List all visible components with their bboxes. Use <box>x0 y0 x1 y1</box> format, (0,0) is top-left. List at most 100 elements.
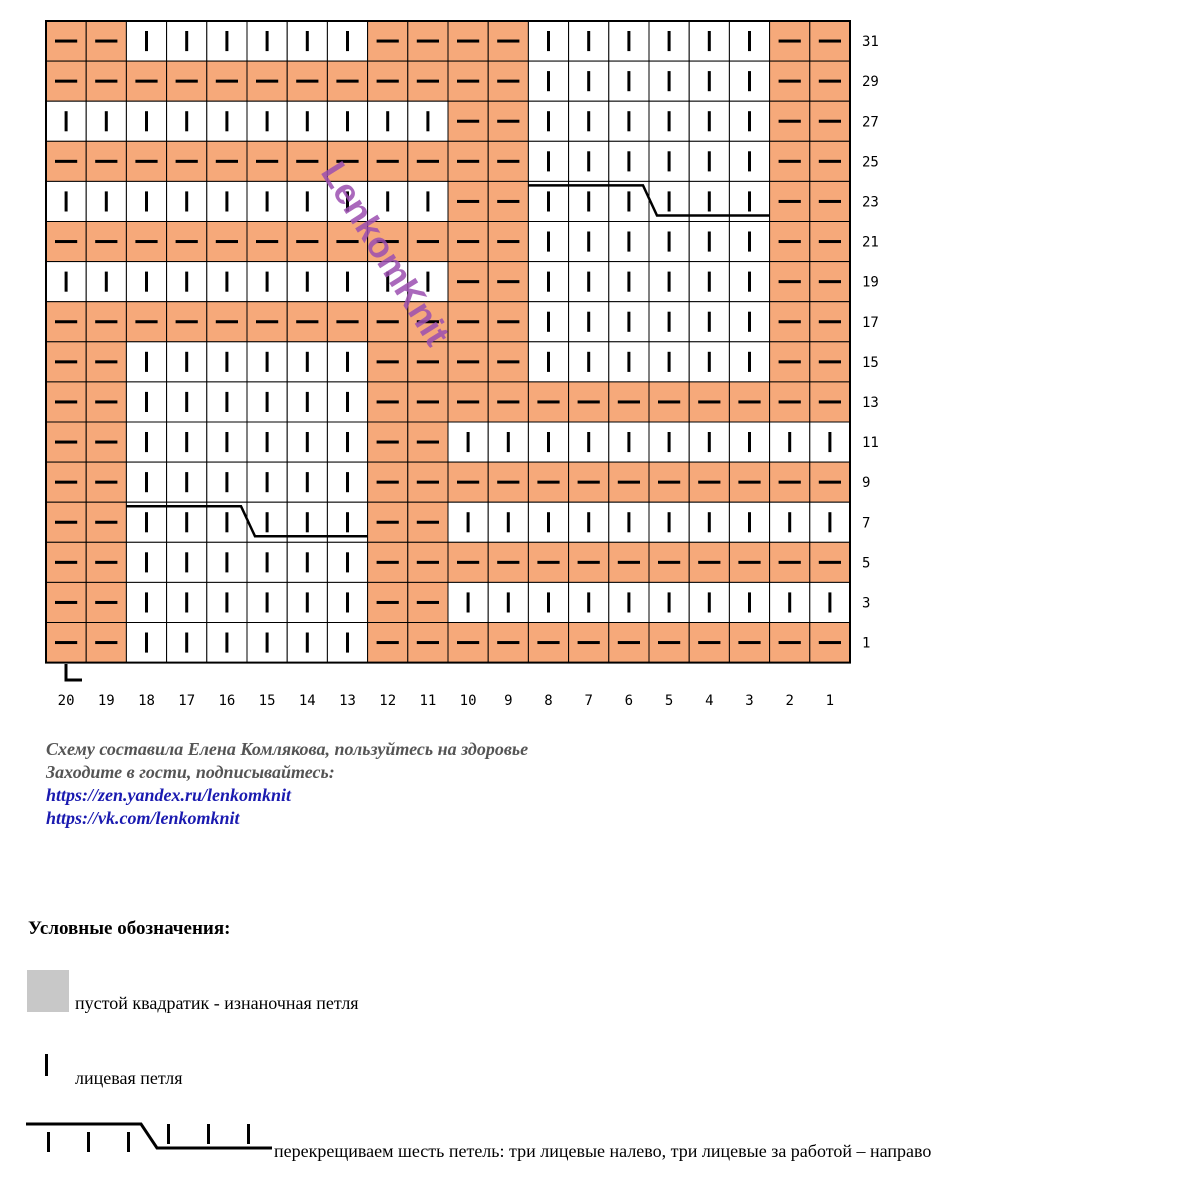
column-number-label: 3 <box>745 693 753 709</box>
column-number-label: 4 <box>705 693 713 709</box>
knit-bar-mark <box>828 432 832 453</box>
knit-bar-mark <box>707 111 711 132</box>
knit-bar-mark <box>667 191 671 212</box>
knit-bar-mark <box>828 592 832 613</box>
purl-dash-mark <box>778 360 801 364</box>
purl-dash-mark <box>537 480 560 484</box>
purl-dash-mark <box>55 360 78 364</box>
knit-bar-mark <box>346 592 349 613</box>
purl-dash-mark <box>376 440 399 444</box>
knit-bar-mark <box>346 472 349 493</box>
knit-bar-mark <box>748 432 751 453</box>
row-number-label: 7 <box>862 515 870 531</box>
purl-dash-mark <box>376 641 399 645</box>
row-number-label: 11 <box>862 435 879 451</box>
knit-bar-mark <box>547 311 550 332</box>
start-corner-mark <box>64 664 82 682</box>
purl-dash-mark <box>457 199 480 203</box>
knit-bar-mark <box>346 432 349 453</box>
purl-dash-mark <box>376 159 399 163</box>
purl-dash-mark <box>55 320 78 324</box>
knit-bar-mark <box>104 111 108 132</box>
purl-dash-mark <box>376 240 399 244</box>
purl-dash-mark <box>135 159 158 163</box>
purl-dash-mark <box>55 560 78 564</box>
purl-dash-mark <box>95 320 118 324</box>
purl-dash-mark <box>256 159 279 163</box>
column-number-label: 16 <box>218 693 235 709</box>
purl-dash-mark <box>497 320 520 324</box>
purl-dash-mark <box>416 641 439 645</box>
knit-bar-mark <box>145 632 148 653</box>
knit-bar-mark <box>386 271 390 292</box>
purl-dash-mark <box>95 641 118 645</box>
credit-line-2: Заходите в гости, подписывайтесь: <box>46 762 335 782</box>
knit-bar-mark <box>225 191 229 212</box>
purl-dash-mark <box>416 480 439 484</box>
column-number-label: 1 <box>826 693 834 709</box>
knit-bar-mark <box>788 432 792 453</box>
purl-dash-mark <box>95 240 118 244</box>
cable-crossings <box>126 184 770 538</box>
purl-dash-mark <box>296 320 319 324</box>
purl-cell <box>447 140 489 182</box>
knit-bar-mark <box>426 111 430 132</box>
purl-dash-mark <box>376 600 399 604</box>
column-number-label: 2 <box>785 693 793 709</box>
purl-dash-mark <box>457 320 480 324</box>
knit-bar-mark <box>627 111 631 132</box>
column-number-label: 7 <box>584 693 592 709</box>
knit-symbol-icon <box>45 1054 48 1076</box>
knit-bar-mark <box>265 31 269 52</box>
row-number-label: 23 <box>862 194 879 210</box>
knit-bar-mark <box>305 391 309 412</box>
column-number-label: 19 <box>98 693 115 709</box>
knit-cell <box>246 461 288 503</box>
knit-bar-mark <box>145 191 148 212</box>
knit-bar-mark <box>707 31 711 52</box>
knit-bar-mark <box>748 191 751 212</box>
knit-bar-mark <box>748 111 751 132</box>
knit-bar-mark <box>748 71 751 92</box>
purl-dash-mark <box>215 320 238 324</box>
knit-bar-mark <box>707 191 711 212</box>
purl-dash-mark <box>457 360 480 364</box>
knit-bar-mark <box>346 191 349 212</box>
knit-bar-mark <box>64 271 68 292</box>
purl-dash-mark <box>135 320 158 324</box>
knit-bar-mark <box>547 151 550 172</box>
knit-bar-mark <box>667 31 671 52</box>
zen-link[interactable]: https://zen.yandex.ru/lenkomknit <box>46 785 292 805</box>
knit-bar-mark <box>145 512 148 533</box>
purl-dash-mark <box>95 360 118 364</box>
knit-bar-mark <box>426 271 430 292</box>
purl-dash-mark <box>55 240 78 244</box>
purl-dash-mark <box>778 480 801 484</box>
cable-line <box>126 504 368 538</box>
purl-dash-mark <box>95 79 118 83</box>
knit-bar-mark <box>305 472 309 493</box>
knit-bar-mark <box>707 231 711 252</box>
knit-bar-mark <box>667 231 671 252</box>
knit-bar-mark <box>627 71 631 92</box>
purl-dash-mark <box>215 79 238 83</box>
purl-dash-mark <box>215 159 238 163</box>
knit-bar-mark <box>185 111 189 132</box>
knit-bar-mark <box>627 151 631 172</box>
knit-bar-mark <box>547 191 550 212</box>
vk-link[interactable]: https://vk.com/lenkomknit <box>46 808 240 828</box>
purl-dash-mark <box>95 39 118 43</box>
knit-bar-mark <box>627 311 631 332</box>
purl-dash-mark <box>336 240 359 244</box>
purl-dash-mark <box>457 159 480 163</box>
knit-bar-mark <box>587 151 591 172</box>
purl-dash-mark <box>457 641 480 645</box>
row-number-label: 5 <box>862 555 870 571</box>
knit-bar-mark <box>547 432 550 453</box>
knit-bar-mark <box>305 351 309 372</box>
purl-dash-mark <box>416 400 439 404</box>
purl-dash-mark <box>658 480 681 484</box>
knit-bar-mark <box>225 512 229 533</box>
column-number-label: 20 <box>58 693 75 709</box>
